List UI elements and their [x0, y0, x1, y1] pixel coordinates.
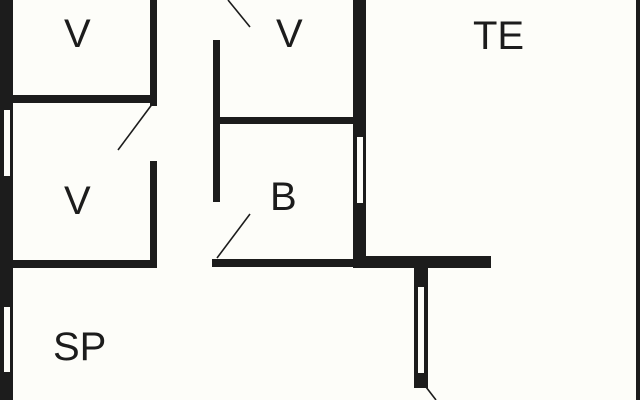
- door-lower: [425, 386, 437, 400]
- door-b: [216, 213, 251, 259]
- room-label-v3: V: [276, 12, 303, 56]
- window-lower-vertical: [417, 286, 425, 374]
- wall-v2-right-stub: [150, 161, 157, 267]
- wall-right-edge: [636, 0, 640, 400]
- wall-left: [0, 0, 13, 400]
- door-v3: [227, 0, 251, 28]
- wall-v2-bottom: [13, 260, 157, 268]
- wall-b-bottom: [212, 259, 362, 267]
- room-label-v1: V: [64, 12, 91, 56]
- room-label-v2: V: [64, 179, 91, 223]
- room-label-te: TE: [473, 14, 525, 58]
- window-te-left: [356, 136, 364, 204]
- window-left-lower: [3, 306, 11, 373]
- window-left-upper: [3, 109, 11, 177]
- wall-v1-bottom: [13, 95, 157, 103]
- door-v1: [117, 102, 154, 151]
- wall-v1-right: [150, 0, 157, 106]
- wall-v3-bottom: [213, 117, 358, 124]
- room-label-sp: SP: [53, 325, 107, 369]
- room-label-b: B: [270, 175, 297, 219]
- wall-te-bottom: [353, 256, 491, 268]
